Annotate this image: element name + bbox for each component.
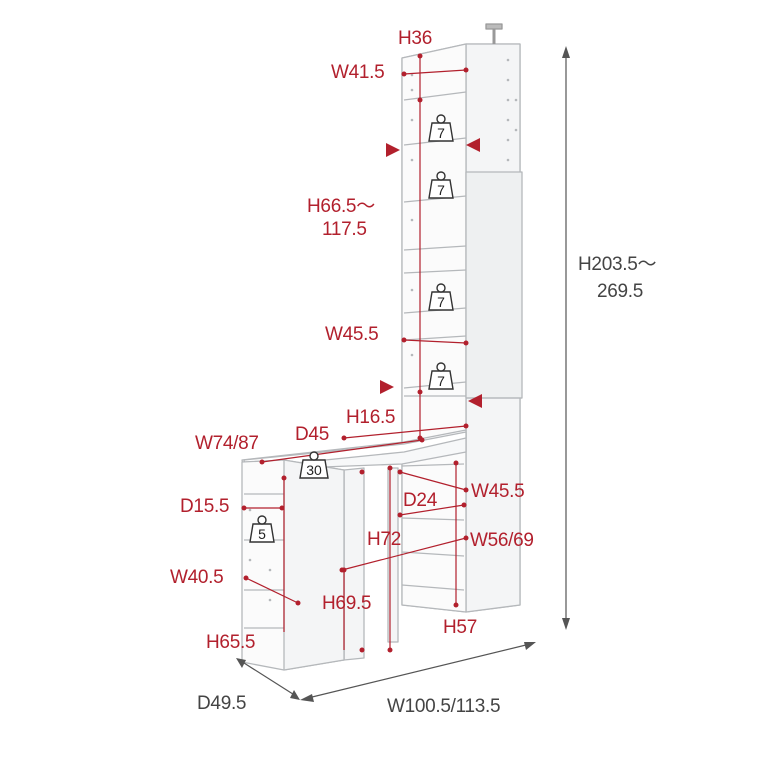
shelf-weight-value-2: 7 xyxy=(437,182,445,198)
side-shelf-weight-icon: 5 xyxy=(249,515,275,543)
shelf-weight-value-1: 7 xyxy=(437,125,445,141)
peg-holes xyxy=(248,58,518,602)
shelf-weight-value-3: 7 xyxy=(437,294,445,310)
total-height-label: H203.5～ xyxy=(578,254,657,275)
red-dimension-lines xyxy=(244,56,467,650)
adjustable-height-label-line2: 117.5 xyxy=(322,219,367,240)
total-height-label-line2: 269.5 xyxy=(597,281,644,302)
lower-shelf-depth-label: D24 xyxy=(403,490,437,511)
lower-unit-height-label: H57 xyxy=(443,617,477,638)
under-desk-height-label: H69.5 xyxy=(322,593,372,614)
tower-top-width-label: W41.5 xyxy=(331,62,385,83)
adjustable-range-markers xyxy=(380,138,482,408)
shelf-weight-icon: 7 xyxy=(428,171,454,199)
desk-weight-icon: 30 xyxy=(299,451,329,479)
shelf-weight-icon: 7 xyxy=(428,283,454,311)
adjustable-height-label: H66.5～ xyxy=(307,196,375,217)
red-dimension-dots xyxy=(241,53,469,653)
desk-width-label: W74/87 xyxy=(195,433,259,454)
under-desk-width-label: W56/69 xyxy=(470,530,534,551)
side-rack xyxy=(241,459,345,671)
tower-gap-height-label: H16.5 xyxy=(346,407,396,428)
shelf-weight-icon: 7 xyxy=(428,362,454,390)
overall-dimension-lines xyxy=(236,46,570,702)
tower-width-label: W45.5 xyxy=(325,324,379,345)
shelf-weight-icon: 7 xyxy=(428,114,454,142)
side-shelf-weight-value: 5 xyxy=(258,526,266,542)
desk-depth-label: D45 xyxy=(295,424,329,445)
side-rack-height-label: H65.5 xyxy=(206,632,256,653)
tower-top-height-label: H36 xyxy=(398,28,432,49)
side-rack-depth-label: D15.5 xyxy=(180,496,230,517)
desk-legs xyxy=(343,467,399,661)
total-width-label: W100.5/113.5 xyxy=(387,696,501,717)
lower-shelf-width-label: W45.5 xyxy=(471,481,525,502)
shelf-weight-value-4: 7 xyxy=(437,373,445,389)
side-rack-width-label: W40.5 xyxy=(170,567,224,588)
desk-height-label: H72 xyxy=(367,529,401,550)
weight-limit-icons: 7 7 7 7 30 5 xyxy=(249,114,454,543)
total-depth-label: D49.5 xyxy=(197,693,247,714)
desk-weight-value: 30 xyxy=(306,462,322,478)
